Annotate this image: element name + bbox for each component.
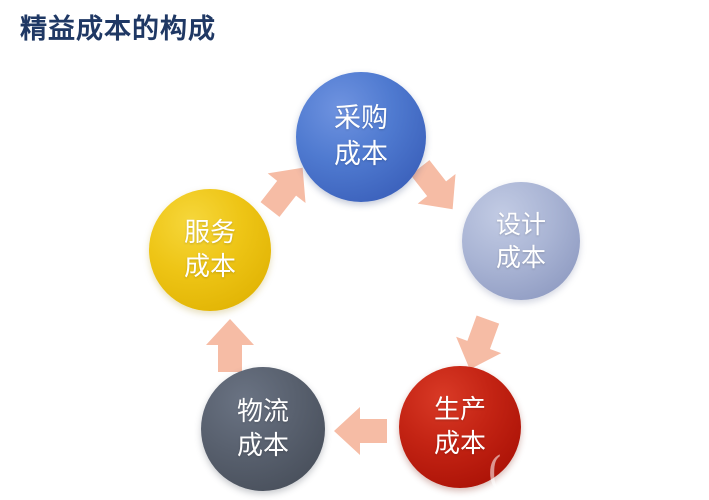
arrow-service-to-procurement (242, 145, 329, 232)
node-service-line2: 成本 (183, 252, 236, 282)
node-production-line1: 生产 (433, 395, 486, 425)
node-procurement-cost[interactable]: 采购 成本 (296, 72, 426, 202)
node-procurement-line2: 成本 (334, 139, 388, 170)
node-logistics-cost[interactable]: 物流 成本 (201, 367, 325, 491)
node-logistics-line2: 成本 (236, 431, 289, 461)
node-procurement-line1: 采购 (334, 103, 388, 134)
node-design-cost[interactable]: 设计 成本 (462, 182, 580, 300)
arrow-procurement-to-design (392, 144, 479, 231)
node-service-cost[interactable]: 服务 成本 (149, 189, 271, 311)
node-production-cost[interactable]: 生产 成本 (399, 366, 521, 488)
arrow-logistics-to-service (199, 315, 261, 377)
page-title: 精益成本的构成 (20, 14, 216, 45)
arrow-design-to-production (439, 304, 518, 383)
node-design-line1: 设计 (495, 210, 546, 239)
node-design-line2: 成本 (495, 243, 546, 272)
node-logistics-line1: 物流 (236, 397, 289, 427)
arrow-production-to-logistics (330, 400, 392, 462)
node-service-line1: 服务 (183, 218, 236, 248)
node-production-line2: 成本 (433, 429, 486, 459)
